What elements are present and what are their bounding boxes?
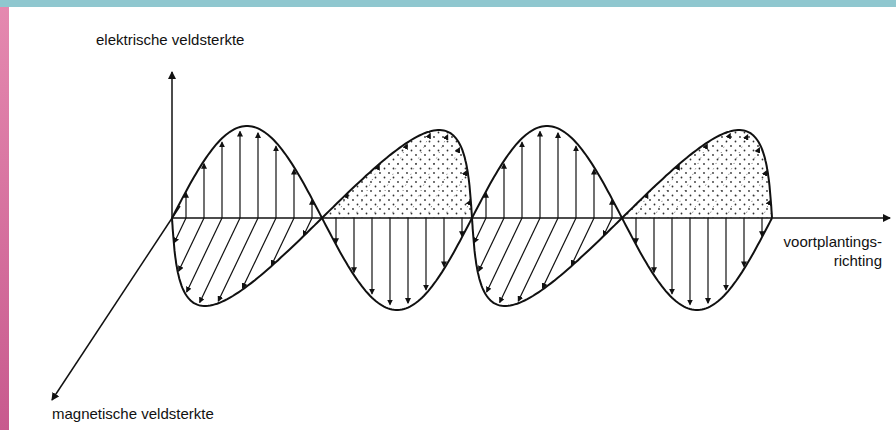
magnetic-vector — [218, 218, 258, 301]
magnetic-vector-dotted — [708, 135, 748, 218]
magnetic-vector-dotted — [690, 134, 730, 218]
magnetic-vector — [474, 218, 486, 243]
electric-vector — [725, 218, 726, 290]
magnetic-axis — [52, 206, 180, 400]
magnetic-vector-dotted — [390, 134, 430, 218]
electric-vector — [521, 142, 522, 218]
magnetic-vector — [187, 218, 222, 292]
electric-wave — [172, 126, 772, 310]
magnetic-vector-dotted — [444, 171, 467, 218]
electric-vector — [575, 146, 576, 218]
electric-vector — [743, 218, 744, 266]
magnetic-vector — [500, 218, 540, 302]
electric-vector — [293, 170, 294, 218]
magnetic-vector — [572, 218, 595, 265]
electric-vector — [635, 218, 636, 243]
magnetic-vector — [518, 218, 558, 301]
electric-vector — [239, 132, 240, 219]
magnetic-vector-dotted — [654, 165, 679, 218]
propagation-axis — [172, 217, 890, 219]
slide-bar — [0, 0, 896, 7]
magnetic-vector — [487, 218, 522, 292]
axis-label: voortplantings- richting — [772, 232, 884, 270]
axis-label: magnetische veldsterkte — [52, 404, 312, 423]
magnetic-vector-dotted — [762, 200, 771, 218]
magnetic-vector-dotted — [744, 171, 767, 218]
electric-vector — [353, 218, 354, 272]
axis-label: elektrische veldsterkte — [96, 30, 296, 49]
electric-vector — [407, 218, 408, 303]
magnetic-lobe-dots — [622, 130, 772, 218]
electric-vector — [707, 218, 708, 303]
electric-vector — [203, 164, 204, 218]
electric-vector — [275, 146, 276, 218]
electric-vector — [539, 132, 540, 219]
electric-vector — [557, 133, 558, 218]
electric-vector — [335, 218, 336, 243]
magnetic-lobe-dots — [322, 130, 472, 218]
electric-vector — [257, 133, 258, 218]
electric-vector — [671, 218, 672, 294]
magnetic-vector-dotted — [726, 148, 760, 218]
slide-border — [0, 0, 9, 430]
magnetic-vector — [272, 218, 295, 265]
magnetic-vector-dotted — [354, 165, 379, 218]
magnetic-vector-dotted — [426, 148, 460, 218]
electric-vector — [443, 218, 444, 266]
electric-vector — [389, 218, 390, 305]
electric-axis — [171, 72, 173, 218]
electric-vector — [461, 218, 462, 236]
electric-vector — [485, 193, 486, 218]
electric-vector — [611, 200, 612, 218]
electric-vector — [311, 200, 312, 218]
magnetic-vector — [174, 218, 186, 243]
electric-vector — [593, 170, 594, 218]
magnetic-vector-dotted — [408, 135, 448, 218]
electric-vector — [221, 142, 222, 218]
magnetic-vector-dotted — [462, 200, 471, 218]
electric-vector — [761, 218, 762, 236]
electric-vector — [503, 164, 504, 218]
electric-vector — [185, 193, 186, 218]
electric-vector — [689, 218, 690, 305]
magnetic-vector-dotted — [336, 193, 348, 218]
electric-vector — [425, 218, 426, 290]
magnetic-vector-dotted — [636, 193, 648, 218]
electric-vector — [653, 218, 654, 272]
electric-vector — [371, 218, 372, 294]
magnetic-vector — [200, 218, 240, 302]
